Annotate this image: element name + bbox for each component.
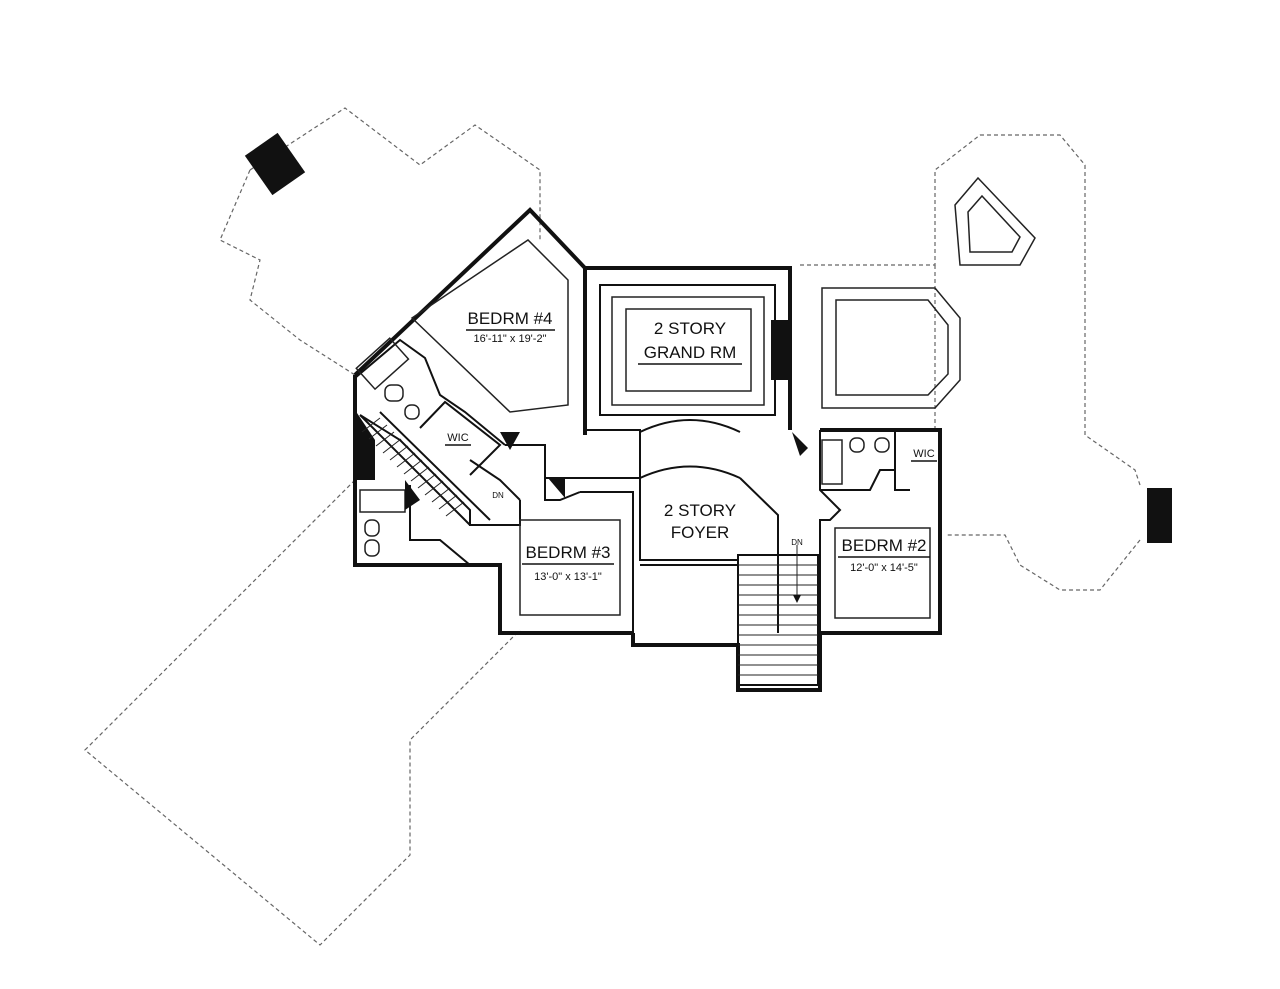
bedrm4-name: BEDRM #4 [467, 309, 552, 328]
room-label-bedrm4: BEDRM #4 16'-11" x 19'-2" [466, 309, 555, 345]
chimney-left [244, 132, 306, 196]
wic-left-label: WIC [447, 432, 468, 444]
grand-rm-frames [599, 284, 776, 416]
grand-rm-arch [639, 419, 741, 433]
room-label-bedrm2: BEDRM #2 12'-0" x 14'-5" [838, 536, 930, 574]
interior-walls-right [792, 430, 931, 633]
roof-outline-left [84, 107, 541, 946]
room-label-grand-rm: 2 STORY GRAND RM [638, 319, 742, 365]
open-to-below-right [821, 287, 961, 409]
bedrm2-name: BEDRM #2 [841, 536, 926, 555]
chimney-right [1147, 488, 1172, 543]
grand-rm-line2: GRAND RM [644, 343, 737, 362]
fireplace-grand-rm [771, 320, 789, 380]
bath-fixtures-left [355, 337, 565, 557]
stairs-left [359, 411, 491, 526]
bedrm2-dims: 12'-0" x 14'-5" [850, 562, 918, 574]
wic-right-label: WIC [913, 448, 934, 460]
room-label-bedrm3: BEDRM #3 13'-0" x 13'-1" [522, 543, 614, 583]
windows [510, 267, 935, 691]
bedrm4-ceiling [410, 239, 569, 413]
foyer-arch [639, 465, 741, 479]
bedrm3-dims: 13'-0" x 13'-1" [534, 571, 602, 583]
foyer-line1: 2 STORY [664, 501, 736, 520]
bedrm3-ceiling [519, 519, 621, 616]
room-label-wic-right: WIC [911, 448, 937, 462]
stairs-center [737, 545, 819, 686]
stairs-center-dn-label: DN [791, 538, 803, 547]
foyer-line2: FOYER [671, 523, 730, 542]
room-label-wic-left: WIC [445, 432, 471, 446]
bedrm3-name: BEDRM #3 [525, 543, 610, 562]
room-label-foyer: 2 STORY FOYER [664, 501, 736, 542]
stairs-left-dn-label: DN [492, 491, 504, 500]
bedrm4-dims: 16'-11" x 19'-2" [474, 333, 547, 345]
bath-fixtures-right [821, 437, 890, 485]
roof-outline-right [800, 134, 1141, 591]
skylight-right [954, 176, 1036, 266]
grand-rm-line1: 2 STORY [654, 319, 726, 338]
